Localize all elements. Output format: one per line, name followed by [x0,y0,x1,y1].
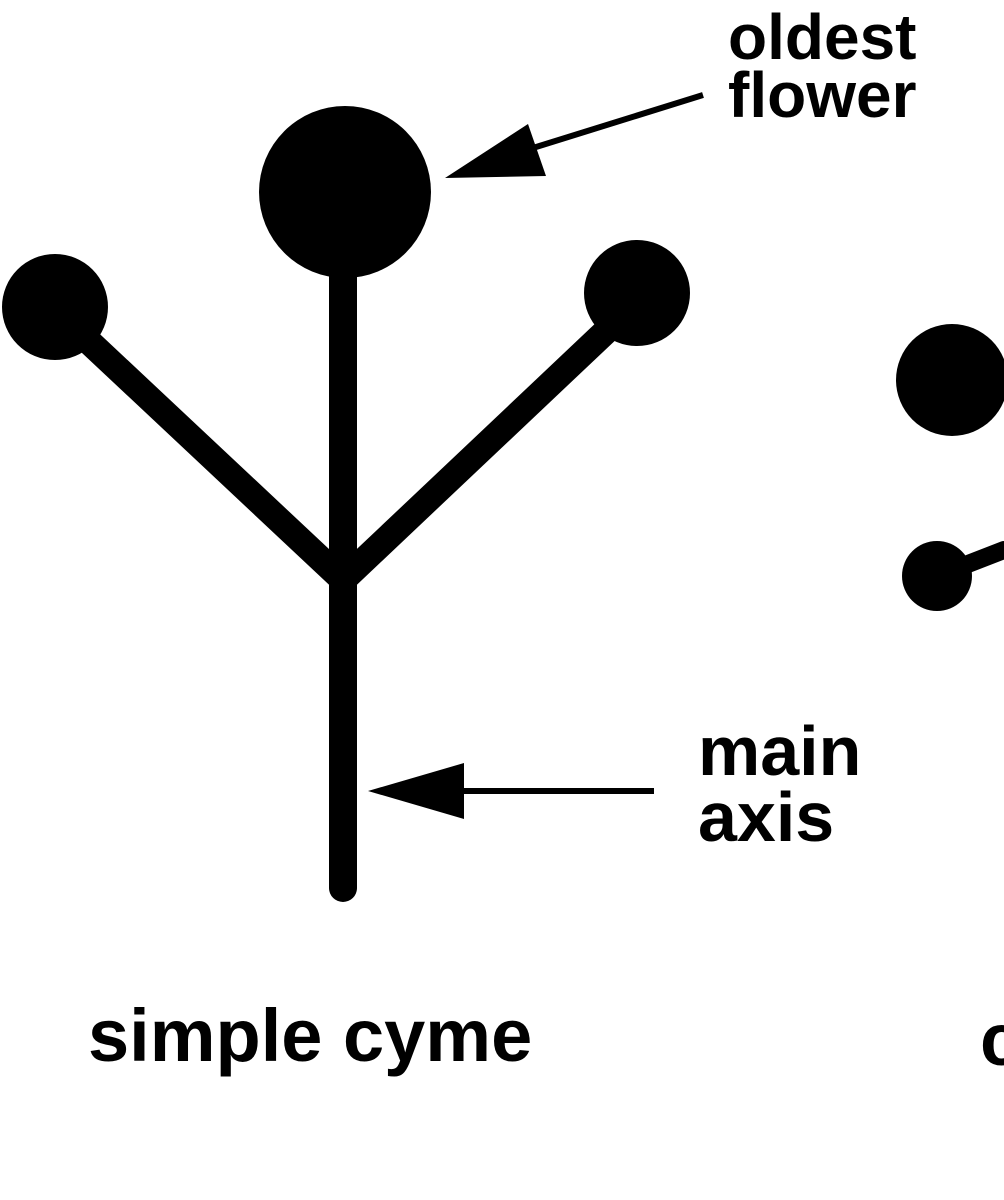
oldest-flower [259,106,431,278]
main-axis-label-line2: axis [698,778,835,856]
partial-branch [928,541,1004,585]
caption-simple-cyme: simple cyme [88,994,533,1077]
oldest-flower-arrowhead [445,124,546,178]
oldest-flower-label-line1: oldest [728,1,917,73]
right-flower [584,240,690,346]
caption-partial-right: c [980,998,1004,1081]
oldest-flower-label: oldest flower [728,1,917,131]
main-axis-arrowhead [368,763,464,819]
partial-flower-large [896,324,1004,436]
right-branch [330,305,633,593]
oldest-flower-arrow-shaft [519,92,704,155]
left-branch [55,309,356,593]
oldest-flower-label-line2: flower [728,59,917,131]
main-axis-label-line1: main [698,712,862,790]
main-axis-label: main axis [698,712,862,856]
left-flower [2,254,108,360]
